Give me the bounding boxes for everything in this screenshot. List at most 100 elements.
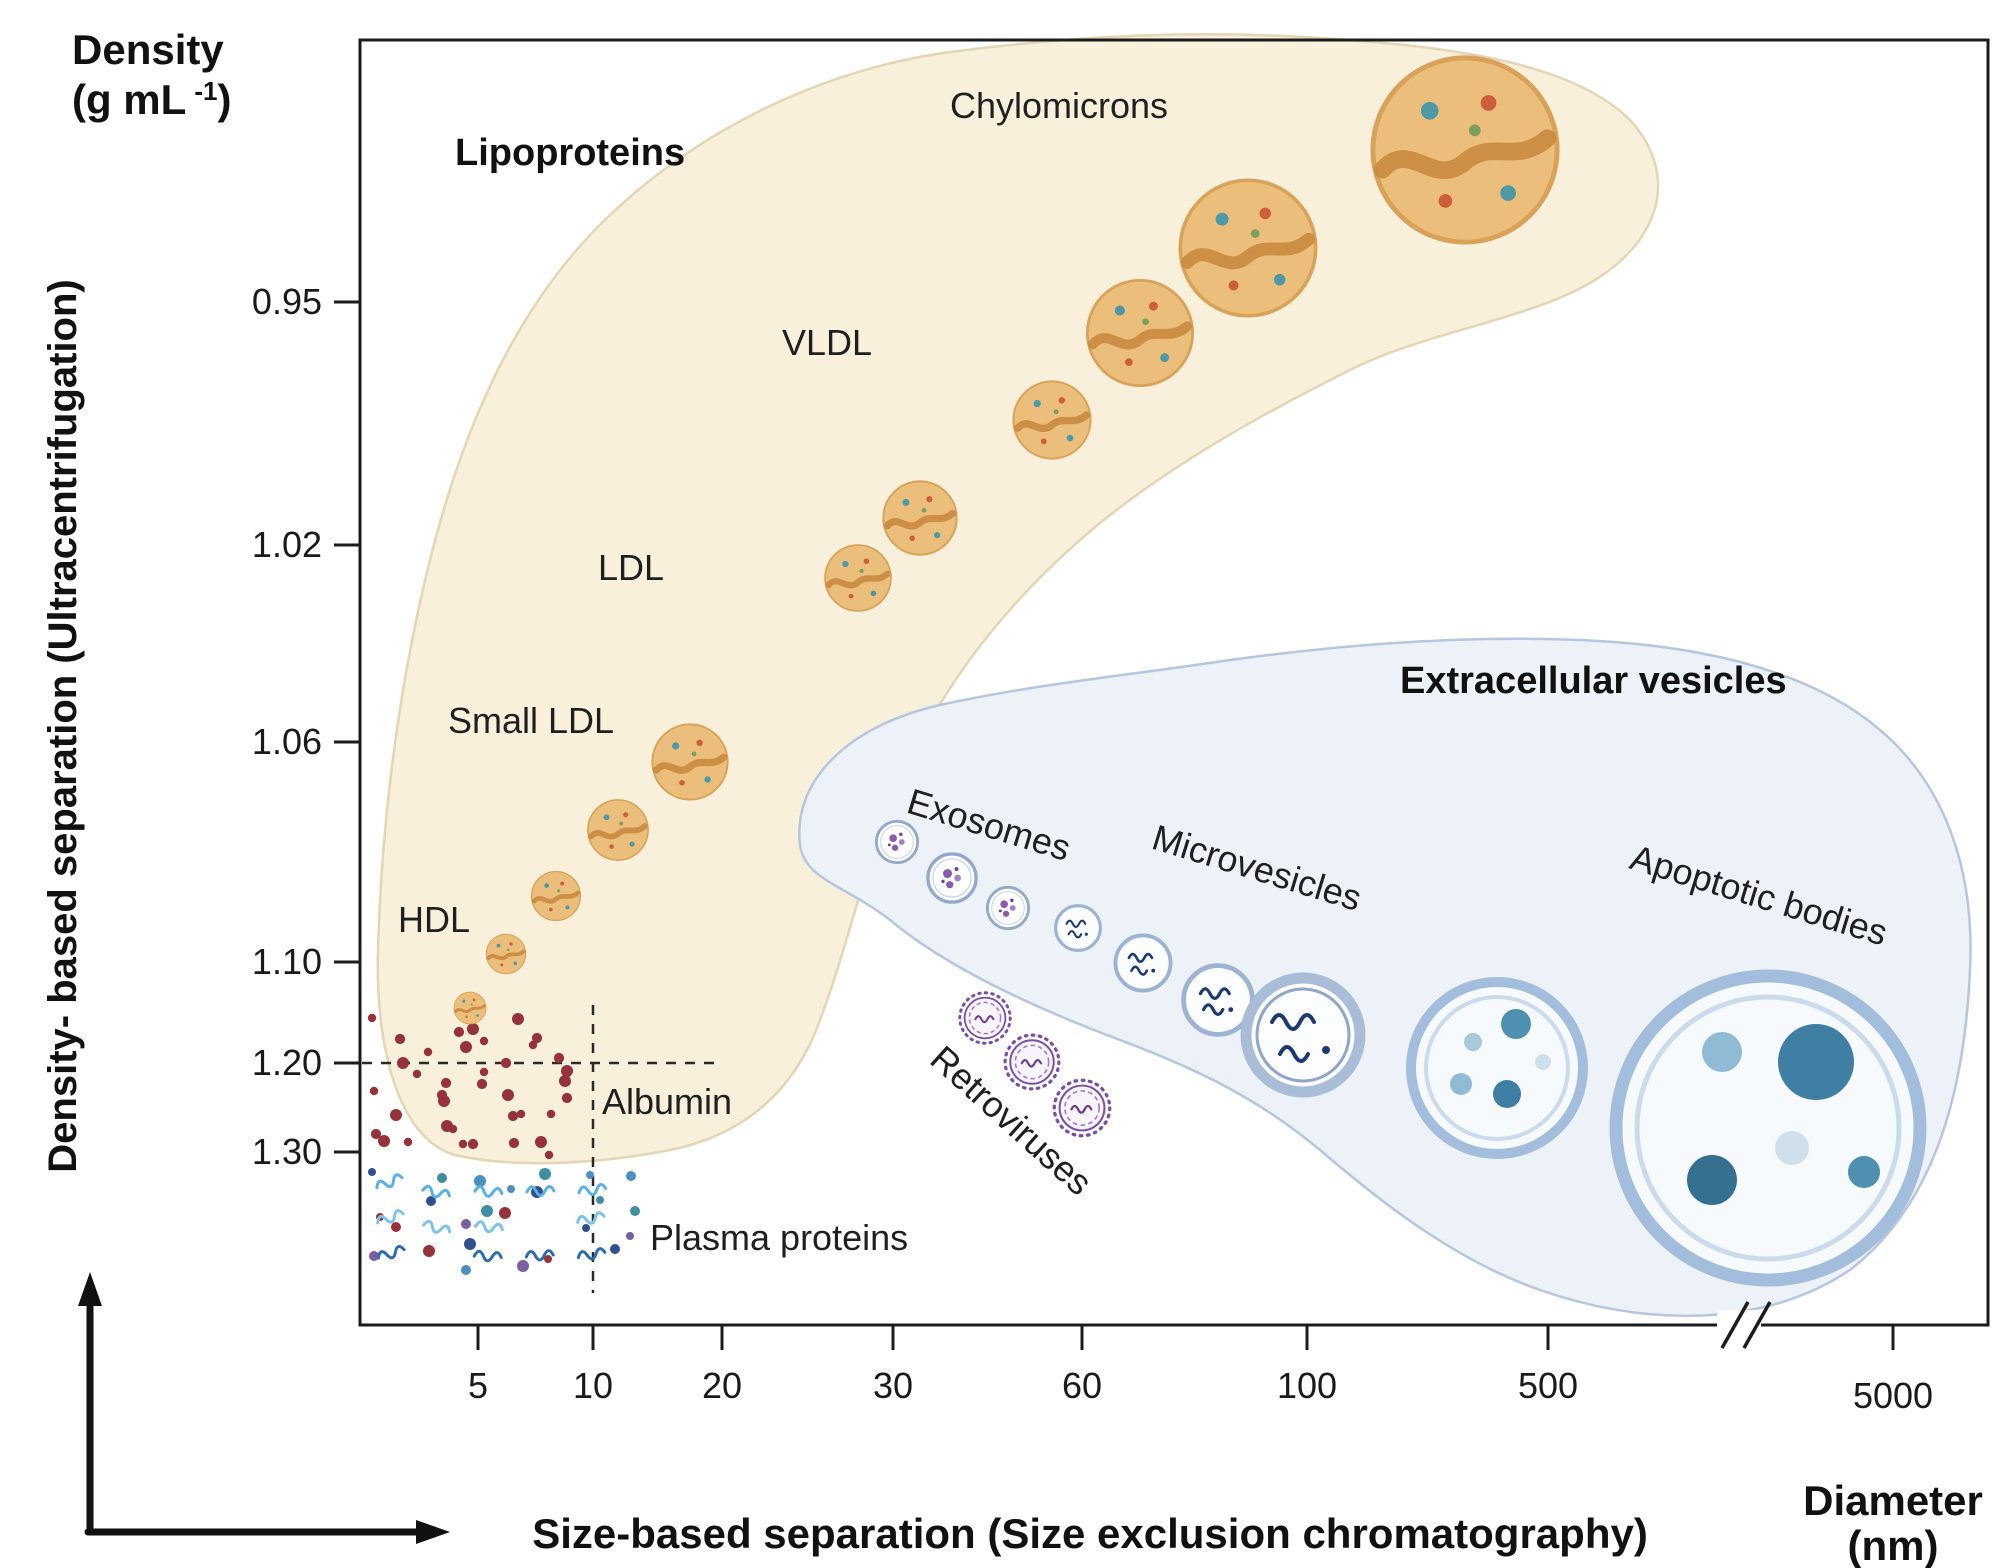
y-tick-label: 1.20 [252, 1042, 322, 1083]
axis-break [1717, 1301, 1772, 1349]
plasma-protein-squiggle [375, 1243, 407, 1263]
y-axis-unit-prefix: (g mL [72, 76, 186, 123]
ldl-particle [883, 481, 956, 554]
plasma-protein-dot [519, 1260, 527, 1268]
y-axis-unit-suffix: ) [217, 76, 231, 123]
retrovirus-icon [1003, 1033, 1061, 1091]
hdl-particle [453, 991, 487, 1025]
albumin-dot [369, 1086, 379, 1096]
albumin-dot [528, 1040, 538, 1050]
plasma-protein-dot [539, 1168, 551, 1180]
apoptotic-body-icon-small [1406, 977, 1588, 1159]
ldl-particle [825, 545, 891, 611]
chylomicrons-label: Chylomicrons [950, 85, 1168, 126]
plasma-protein-squiggle [576, 1246, 608, 1263]
plasma-protein-dot [499, 1207, 511, 1219]
microvesicle-icons [1054, 904, 1366, 1098]
hdl-label: HDL [398, 899, 470, 940]
plasma-protein-dot [544, 1255, 552, 1263]
vldl-label: VLDL [782, 322, 872, 363]
plasma-protein-dot [596, 1196, 604, 1204]
plasma-protein-dot [507, 1185, 515, 1193]
plasma-protein-dot [426, 1196, 436, 1206]
albumin-dot [467, 1138, 479, 1150]
x-axis-method-label: Size-based separation (Size exclusion ch… [532, 1510, 1648, 1557]
plasma-protein-squiggle [420, 1183, 452, 1202]
y-axis-title: Density [72, 26, 224, 73]
x-tick-label: 5 [468, 1365, 488, 1406]
albumin-dot [500, 1057, 512, 1069]
small-ldl-label: Small LDL [448, 700, 614, 741]
microvesicle-icon [1113, 933, 1173, 993]
exosome-icon [926, 852, 978, 904]
plasma-protein-dot [481, 1205, 493, 1217]
albumin-dot [412, 1069, 422, 1079]
y-axis-unit-sup: -1 [194, 76, 217, 106]
plasma-protein-dot [368, 1168, 376, 1176]
hdl-particle [485, 933, 527, 975]
albumin-dot [516, 1109, 526, 1119]
albumin-dot [440, 1077, 452, 1089]
x-axis-ticks [476, 1325, 1895, 1350]
diameter-unit: (nm) [1848, 1522, 1939, 1568]
albumin-dots [367, 1013, 573, 1160]
plasma-protein-squiggle [373, 1171, 406, 1193]
albumin-dot [512, 1013, 524, 1025]
plasma-protein-dot [461, 1265, 471, 1275]
plasma-protein-squiggle [472, 1249, 504, 1264]
plasma-protein-dot [626, 1171, 636, 1181]
albumin-label: Albumin [602, 1081, 732, 1122]
x-tick-label: 500 [1518, 1365, 1578, 1406]
plasma-protein-dot [586, 1171, 594, 1179]
albumin-dot [559, 1075, 571, 1087]
plasma-protein-dot [610, 1244, 620, 1254]
x-tick-label: 60 [1062, 1365, 1102, 1406]
lipoproteins-region-label: Lipoproteins [455, 132, 685, 174]
plasma-protein-dot [423, 1245, 435, 1257]
microvesicle-icon [1054, 904, 1102, 952]
y-tick-label: 1.10 [252, 941, 322, 982]
plot-frame [358, 38, 1990, 1327]
albumin-dot [403, 1137, 413, 1147]
x-tick-label: 100 [1277, 1365, 1337, 1406]
plasma-protein-squiggle [374, 1207, 406, 1228]
albumin-dot [502, 1089, 514, 1101]
plasma-protein-mix [368, 1168, 640, 1275]
plasma-protein-dot [582, 1224, 590, 1232]
plasma-protein-dot [437, 1173, 447, 1183]
plasma-protein-dot [464, 1238, 476, 1250]
x-tick-label: 30 [873, 1365, 913, 1406]
exosome-icon [874, 819, 920, 865]
albumin-dot [531, 1032, 543, 1044]
chylomicron-particle [1373, 58, 1557, 242]
x-tick-label: 20 [702, 1365, 742, 1406]
y-axis-unit: (g mL -1) [72, 76, 231, 123]
y-axis-ticks [334, 300, 360, 1154]
y-tick-label: 1.30 [252, 1131, 322, 1172]
x-tick-label: 5000 [1853, 1375, 1933, 1416]
albumin-dot [544, 1150, 554, 1160]
plasma-protein-dot [630, 1206, 640, 1216]
vldl-particle [1087, 280, 1192, 385]
albumin-dot [397, 1057, 409, 1069]
exosome-icon [985, 885, 1031, 931]
plasma-protein-dot [391, 1222, 401, 1232]
plasma-protein-dot [369, 1251, 379, 1261]
plasma-protein-squiggle [473, 1219, 505, 1236]
y-tick-label: 0.95 [252, 281, 322, 322]
apoptotic-body-icon-large [1609, 969, 1927, 1287]
albumin-dot [370, 1128, 382, 1140]
albumin-dot [460, 1041, 472, 1053]
plasma-protein-squiggle [575, 1210, 607, 1228]
retrovirus-icon [1052, 1078, 1112, 1138]
albumin-dot [479, 1036, 489, 1046]
albumin-dot [458, 1139, 468, 1149]
albumin-dot [390, 1109, 402, 1121]
albumin-dot [367, 1013, 377, 1023]
albumin-dot [423, 1047, 433, 1057]
albumin-dot [453, 1026, 465, 1038]
lipoproteins-region [376, 33, 1660, 1165]
hdl-particle [532, 872, 581, 921]
albumin-dot [546, 1109, 556, 1119]
